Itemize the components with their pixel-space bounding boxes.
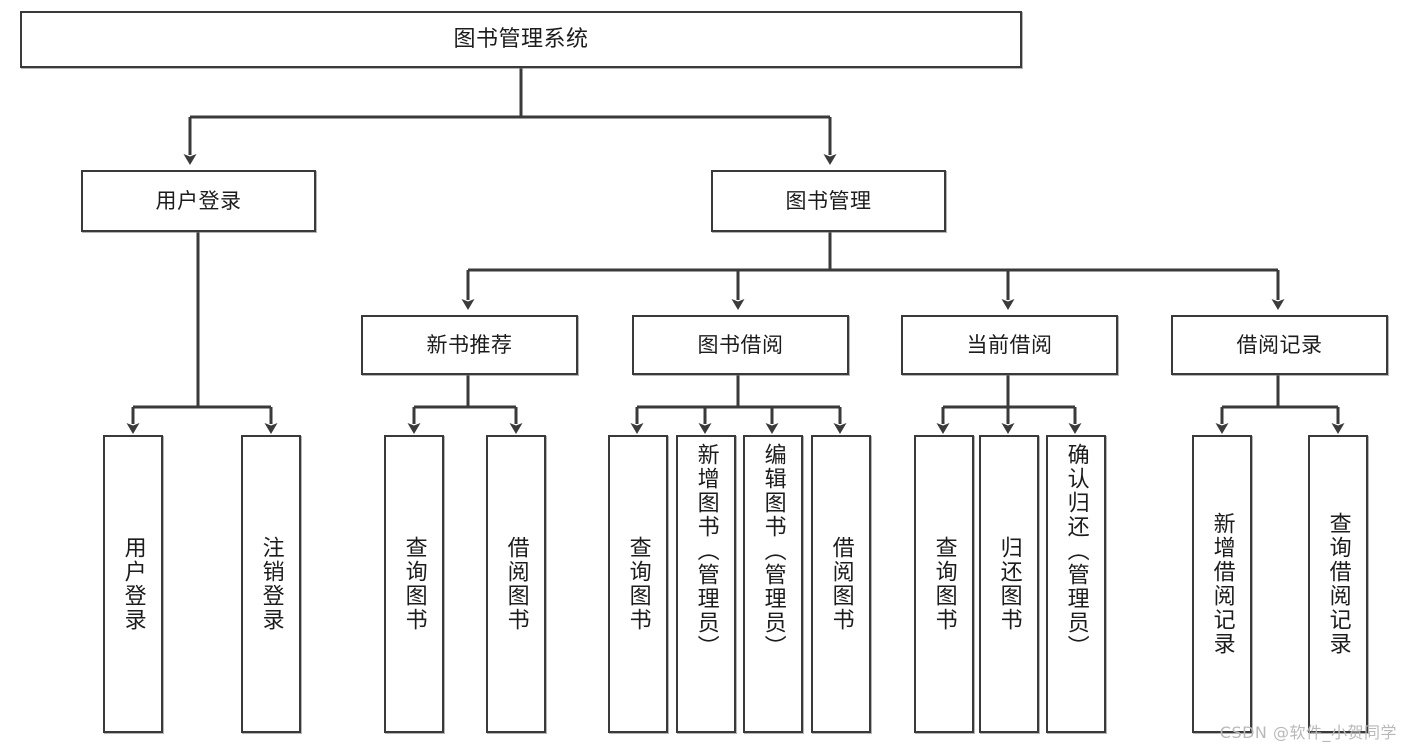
node-label: 图书管理 (785, 188, 872, 213)
node-label: 归还图书 (996, 536, 1022, 632)
node-label: 图书借阅 (697, 332, 784, 357)
leaf-book-borrow-query-book[interactable]: 查询图书 (608, 435, 668, 733)
leaf-current-borrow-query-book[interactable]: 查询图书 (914, 435, 974, 733)
leaf-user-login-logout[interactable]: 注销登录 (241, 435, 301, 733)
node-new-book-recommend[interactable]: 新书推荐 (361, 315, 578, 375)
csdn-watermark: CSDN @软件_小贺同学 (1219, 723, 1397, 742)
node-current-borrow[interactable]: 当前借阅 (901, 315, 1118, 375)
node-label: 注销登录 (258, 536, 284, 632)
node-label: 查询图书 (401, 536, 427, 632)
node-label: 当前借阅 (966, 332, 1053, 357)
node-label: 图书管理系统 (453, 26, 589, 52)
node-label: 确认归还（管理员） (1063, 443, 1089, 659)
node-label: 查询借阅记录 (1325, 512, 1351, 656)
node-label: 编辑图书（管理员） (760, 443, 786, 659)
leaf-new-book-query-book[interactable]: 查询图书 (384, 435, 444, 733)
node-label: 借阅记录 (1236, 332, 1323, 357)
node-book-management[interactable]: 图书管理 (711, 170, 946, 232)
node-label: 新增图书（管理员） (693, 443, 719, 659)
node-label: 用户登录 (155, 188, 242, 213)
leaf-book-borrow-edit-book-admin[interactable]: 编辑图书（管理员） (743, 435, 803, 733)
leaf-current-borrow-return-book[interactable]: 归还图书 (979, 435, 1039, 733)
leaf-borrow-record-query-record[interactable]: 查询借阅记录 (1308, 435, 1368, 733)
leaf-user-login-login[interactable]: 用户登录 (103, 435, 163, 733)
node-label: 用户登录 (120, 536, 146, 632)
node-user-login[interactable]: 用户登录 (81, 170, 316, 232)
leaf-book-borrow-add-book-admin[interactable]: 新增图书（管理员） (676, 435, 736, 733)
node-book-borrow[interactable]: 图书借阅 (632, 315, 849, 375)
node-label: 借阅图书 (503, 536, 529, 632)
leaf-book-borrow-borrow-book[interactable]: 借阅图书 (811, 435, 871, 733)
leaf-borrow-record-add-record[interactable]: 新增借阅记录 (1192, 435, 1252, 733)
leaf-current-borrow-confirm-return-admin[interactable]: 确认归还（管理员） (1046, 435, 1106, 733)
node-borrow-record[interactable]: 借阅记录 (1171, 315, 1388, 375)
node-label: 查询图书 (625, 536, 651, 632)
node-label: 查询图书 (931, 536, 957, 632)
node-label: 新增借阅记录 (1209, 512, 1235, 656)
leaf-new-book-borrow-book[interactable]: 借阅图书 (486, 435, 546, 733)
node-label: 借阅图书 (828, 536, 854, 632)
node-label: 新书推荐 (426, 332, 513, 357)
node-root-book-management-system[interactable]: 图书管理系统 (20, 11, 1022, 68)
